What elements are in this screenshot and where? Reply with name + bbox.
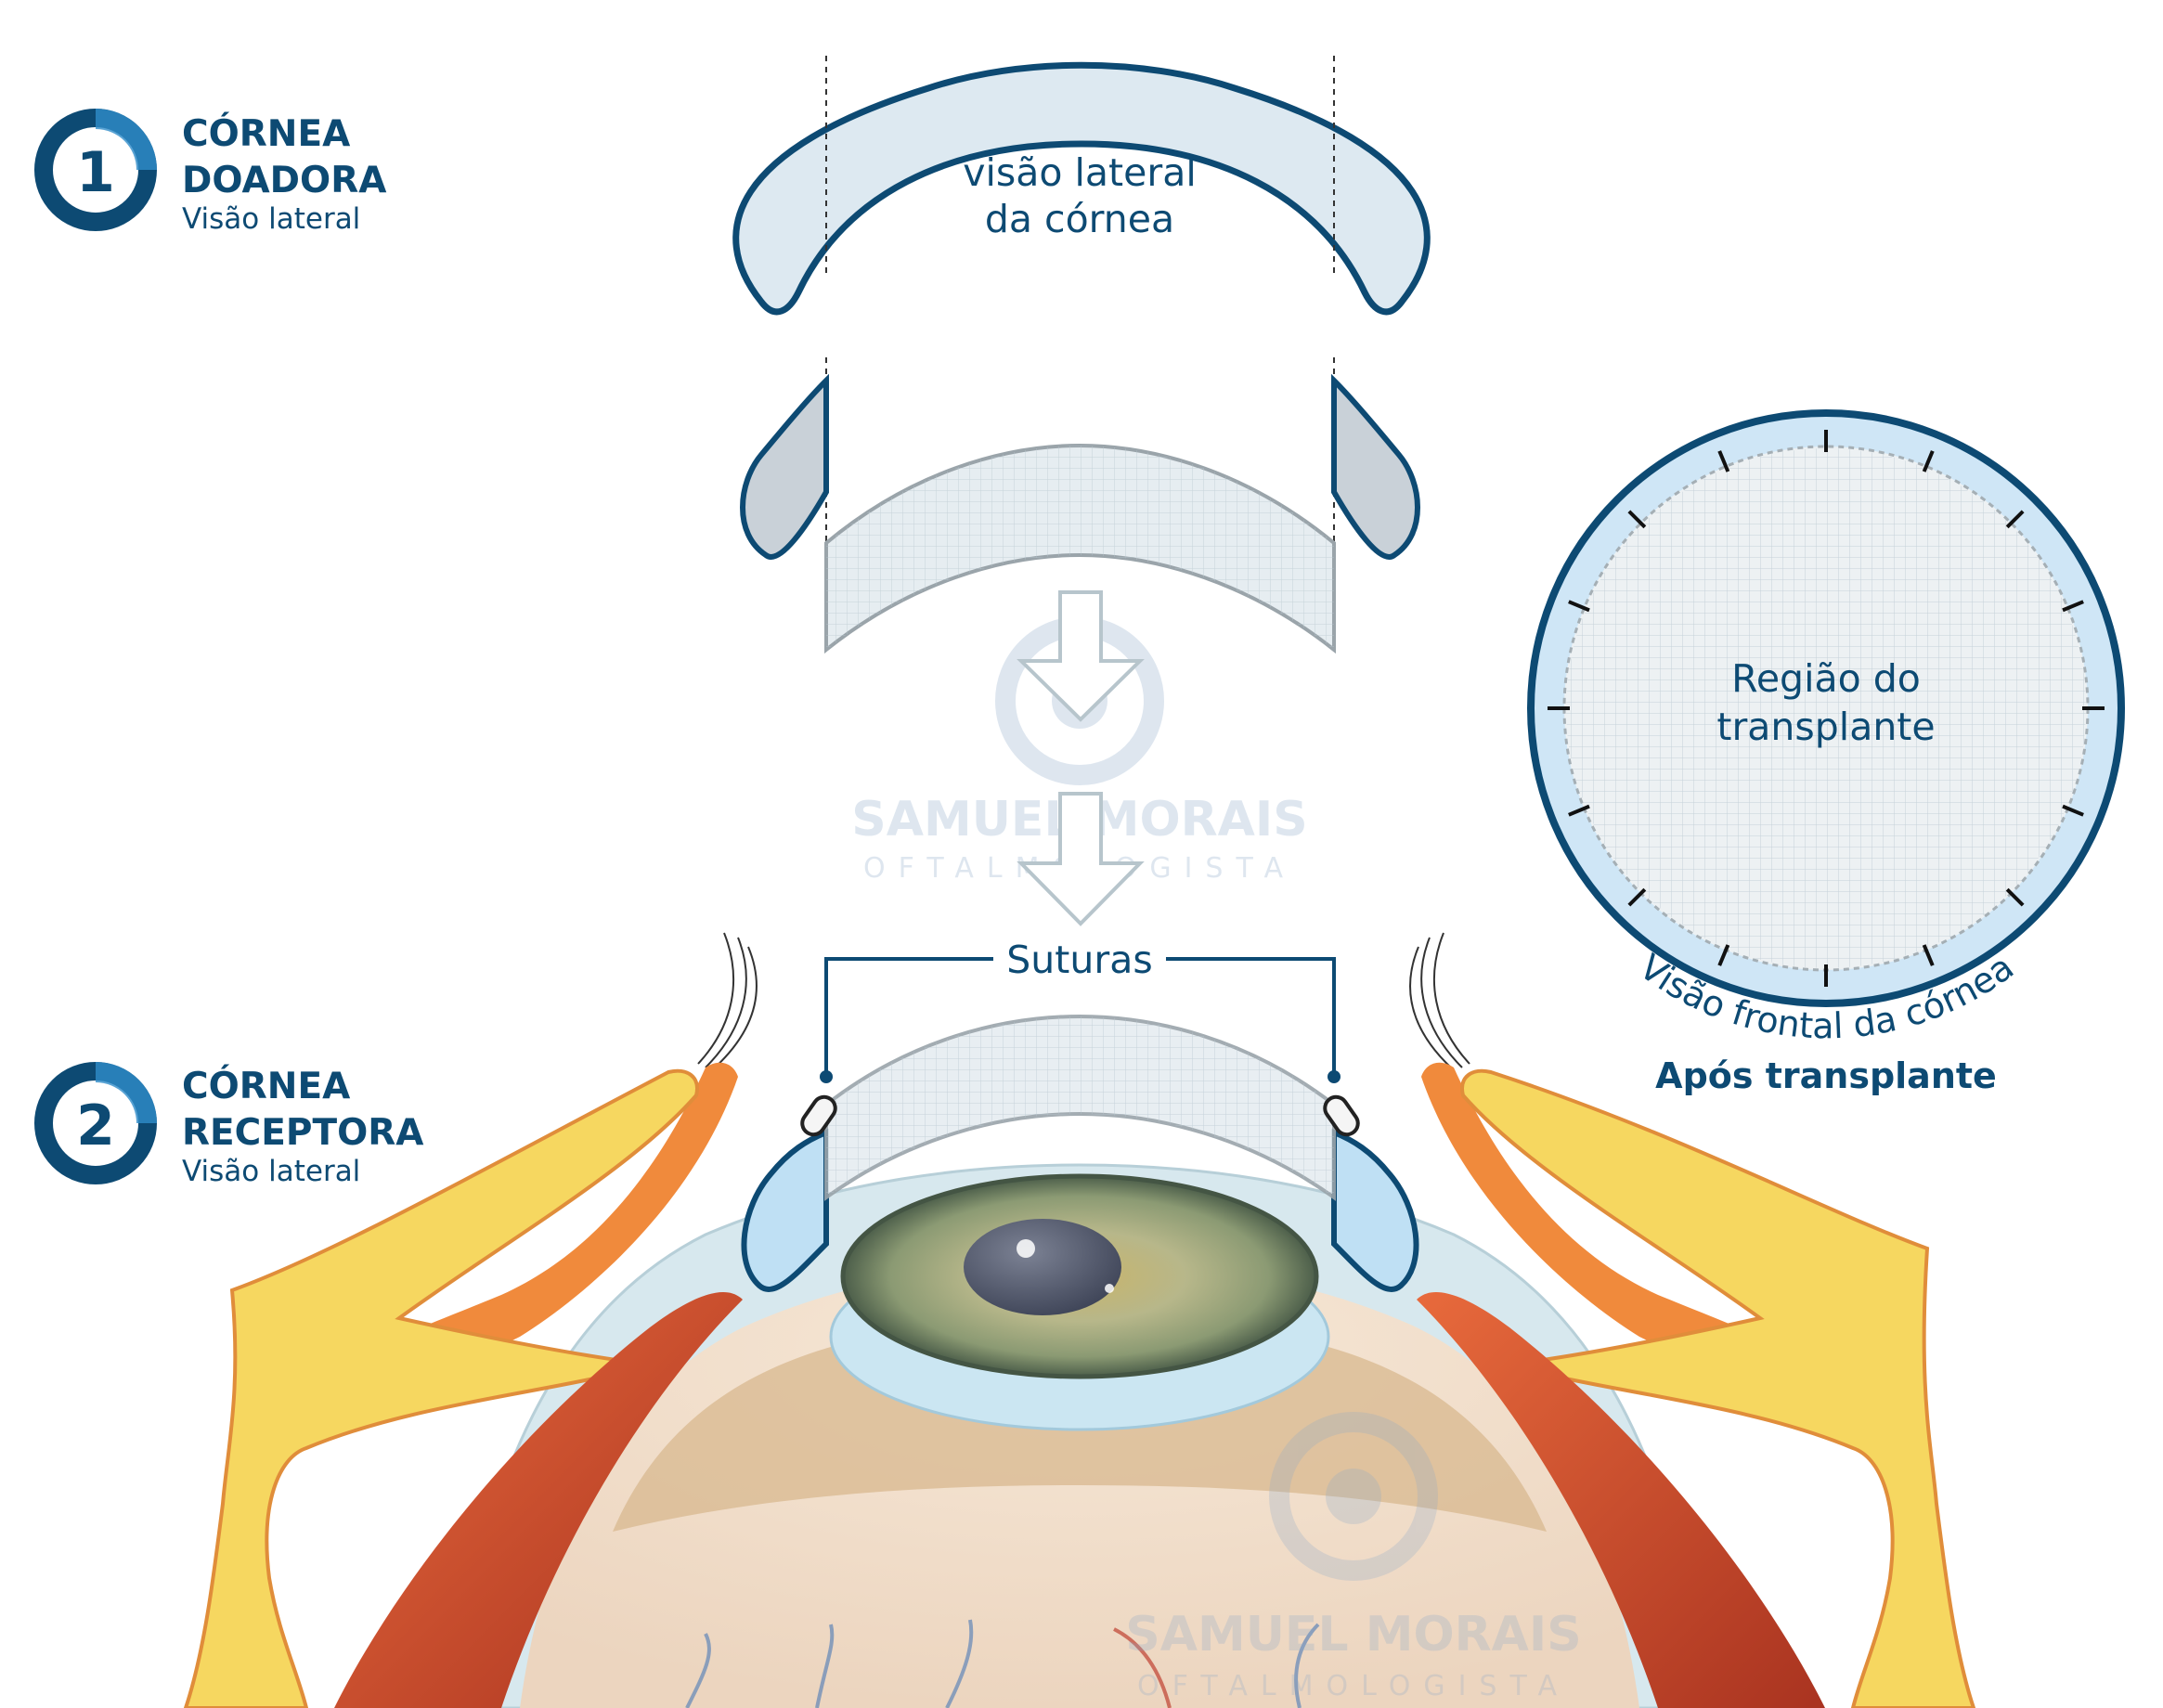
badge-accent-segment [96, 1062, 157, 1123]
suture-right-icon [1323, 1094, 1360, 1137]
trephine-guide-lines [825, 56, 1335, 548]
frontal-center-label-line2: transplante [1716, 705, 1935, 749]
down-arrows [1017, 590, 1145, 926]
retinal-vessels [685, 1619, 1320, 1708]
recipient-eye: Suturas [183, 932, 1976, 1708]
extraocular-muscle-left [334, 1291, 743, 1708]
step-1-number: 1 [76, 140, 115, 205]
pupil-highlight-small [1105, 1284, 1114, 1293]
step-1-title-line2: DOADORA [182, 160, 386, 201]
suture-tick [1568, 804, 1590, 817]
suture-tick [1717, 450, 1730, 472]
suture-tick [1627, 887, 1647, 907]
sutures-pointer-left [820, 1070, 833, 1083]
watermark-logo-center [1326, 1469, 1381, 1524]
donor-graft-texture [826, 446, 1334, 650]
sutures-callout [820, 957, 1341, 1083]
watermark-lower: SAMUEL MORAIS OFTALMOLOGISTA [1125, 1412, 1582, 1702]
watermark-logo-icon [1269, 1412, 1438, 1581]
recipient-cornea-rim-left [741, 1128, 829, 1292]
suture-tick [2062, 804, 2084, 817]
donor-rim-right [1331, 373, 1420, 560]
sutures-bracket-left [824, 957, 993, 1077]
step-1-title-line1: CÓRNEA [182, 111, 350, 155]
step-2-number: 2 [76, 1093, 115, 1158]
eyelashes-left [697, 932, 758, 1070]
suture-left-icon [800, 1094, 837, 1137]
donor-cornea-label-line1: visão lateral [963, 150, 1196, 195]
suture-tick [1568, 600, 1590, 613]
suture-tick [1922, 450, 1935, 472]
eyelashes-right [1409, 932, 1470, 1070]
sutures-pointer-right [1328, 1070, 1341, 1083]
orbital-fat-right [1460, 1068, 1976, 1708]
suture-tick [2005, 887, 2025, 907]
donor-cornea-label-line2: da córnea [985, 197, 1174, 241]
sutures-label: Suturas [1006, 938, 1152, 982]
recipient-cornea-rim-right [1331, 1128, 1419, 1292]
suture-tick [1922, 944, 1935, 966]
suture-stitches [800, 1094, 1360, 1137]
suture-tick [2005, 510, 2025, 529]
watermark-name: SAMUEL MORAIS [1125, 1607, 1581, 1663]
step-2-title-line1: CÓRNEA [182, 1064, 350, 1107]
frontal-center-label-line1: Região do [1731, 656, 1921, 701]
step-1-subtitle: Visão lateral [182, 202, 360, 236]
watermark-profession: OFTALMOLOGISTA [1137, 1670, 1570, 1702]
sutures-bracket-right [1166, 957, 1336, 1077]
frontal-suture-ticks [1548, 430, 2105, 987]
sutured-graft-texture [826, 1016, 1334, 1197]
cut-donor-cornea [740, 373, 1420, 654]
suture-tick [1717, 944, 1730, 966]
badge-accent-segment [96, 109, 157, 170]
down-arrow-upper-icon [1017, 590, 1145, 722]
donor-cornea: visão lateral da córnea [732, 61, 1431, 316]
donor-cornea-shape [732, 61, 1431, 316]
extraocular-muscle-right [1417, 1291, 1825, 1708]
suture-tick [2062, 600, 2084, 613]
frontal-cornea-view: Região do transplante Visão frontal da c… [1527, 409, 2125, 1096]
down-arrow-lower-icon [1017, 792, 1145, 926]
donor-rim-left [740, 373, 829, 560]
pupil [964, 1219, 1121, 1315]
frontal-caption: Após transplante [1655, 1055, 1997, 1096]
step-2-badge: 2 CÓRNEA RECEPTORA Visão lateral [34, 1062, 424, 1188]
step-2-title-line2: RECEPTORA [182, 1112, 424, 1154]
frontal-graft-texture [1566, 448, 2086, 968]
pupil-highlight [1017, 1239, 1035, 1258]
step-1-badge: 1 CÓRNEA DOADORA Visão lateral [34, 109, 386, 236]
orbital-fat-left [183, 1068, 699, 1708]
step-2-subtitle: Visão lateral [182, 1155, 360, 1188]
suture-tick [1627, 510, 1647, 529]
